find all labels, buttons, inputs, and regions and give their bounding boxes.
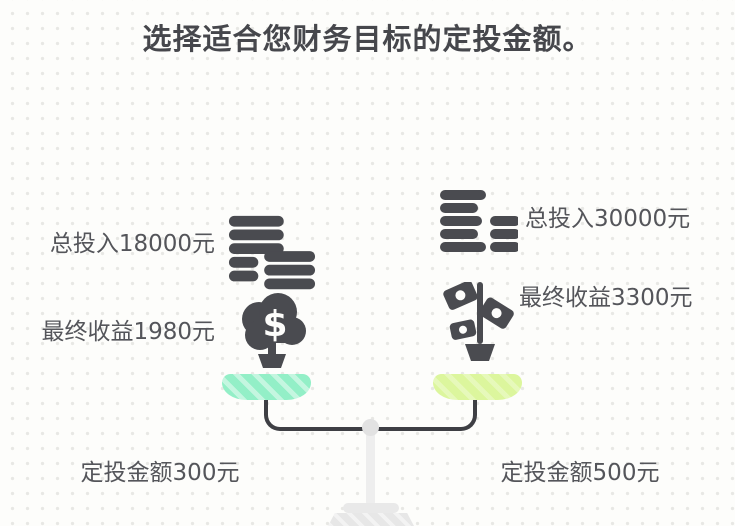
coin-stack-icon	[227, 215, 317, 293]
right-final-return-label: 最终收益3300元	[519, 285, 693, 311]
scale-stand-plinth	[343, 503, 399, 513]
scale-right-pan	[433, 374, 522, 400]
scale-stand-base	[328, 513, 414, 526]
left-monthly-amount-label: 定投金额300元	[80, 460, 240, 486]
svg-text:$: $	[262, 304, 287, 345]
left-final-return-label: 最终收益1980元	[41, 319, 215, 345]
scale-pivot-joint	[362, 419, 379, 436]
scale-left-pan	[222, 374, 311, 400]
scale-stand-post	[366, 430, 375, 506]
right-monthly-amount-label: 定投金额500元	[500, 460, 660, 486]
money-plant-icon	[436, 282, 522, 364]
left-total-investment-label: 总投入18000元	[49, 231, 215, 257]
page-title: 选择适合您财务目标的定投金额。	[142, 22, 593, 56]
banknote-stack-icon	[438, 190, 518, 256]
money-tree-dollar-icon: $	[233, 291, 311, 369]
right-total-investment-label: 总投入30000元	[525, 206, 691, 232]
